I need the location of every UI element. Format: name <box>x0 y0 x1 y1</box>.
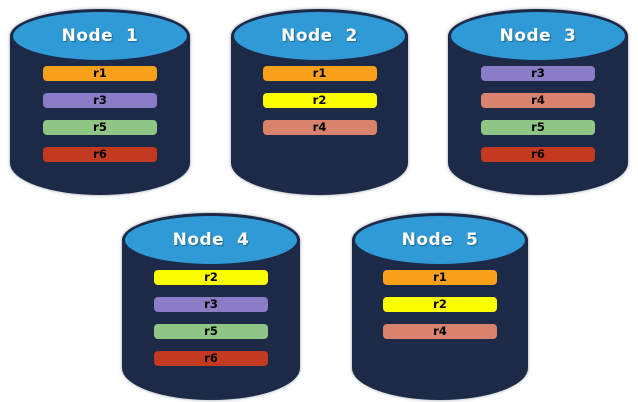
replica-r4: r4 <box>262 120 377 135</box>
replica-r2: r2 <box>262 93 377 108</box>
replica-r3: r3 <box>43 93 157 108</box>
replica-list: r1 r2 r4 <box>383 270 497 339</box>
cylinder-top-ellipse: Node 2 <box>231 9 408 63</box>
cylinder-top-ellipse: Node 3 <box>448 9 628 63</box>
node-title: Node 1 <box>61 26 139 46</box>
cylinder-top-ellipse: Node 1 <box>10 9 190 63</box>
replica-r2: r2 <box>383 297 497 312</box>
cylinder-top-ellipse: Node 5 <box>352 213 528 267</box>
replica-r1: r1 <box>262 66 377 81</box>
node-2: Node 2 r1 r2 r4 <box>231 9 408 195</box>
replica-r4: r4 <box>481 93 595 108</box>
replica-r6: r6 <box>43 147 157 162</box>
replica-r1: r1 <box>43 66 157 81</box>
replica-r5: r5 <box>154 324 268 339</box>
node-4: Node 4 r2 r3 r5 r6 <box>122 213 300 400</box>
replica-r3: r3 <box>154 297 268 312</box>
cylinder-top-ellipse: Node 4 <box>122 213 300 267</box>
node-1: Node 1 r1 r3 r5 r6 <box>10 9 190 195</box>
replica-r2: r2 <box>154 270 268 285</box>
replica-r5: r5 <box>481 120 595 135</box>
node-5: Node 5 r1 r2 r4 <box>352 213 528 400</box>
replica-r4: r4 <box>383 324 497 339</box>
replica-list: r1 r2 r4 <box>262 66 377 135</box>
node-title: Node 5 <box>401 230 479 250</box>
node-title: Node 2 <box>281 26 358 46</box>
replica-r3: r3 <box>481 66 595 81</box>
replica-list: r1 r3 r5 r6 <box>43 66 157 162</box>
replica-r5: r5 <box>43 120 157 135</box>
replica-list: r2 r3 r5 r6 <box>154 270 268 366</box>
replica-r1: r1 <box>383 270 497 285</box>
replica-r6: r6 <box>154 351 268 366</box>
node-title: Node 3 <box>499 26 577 46</box>
replica-r6: r6 <box>481 147 595 162</box>
replica-list: r3 r4 r5 r6 <box>481 66 595 162</box>
node-title: Node 4 <box>172 230 250 250</box>
node-3: Node 3 r3 r4 r5 r6 <box>448 9 628 195</box>
